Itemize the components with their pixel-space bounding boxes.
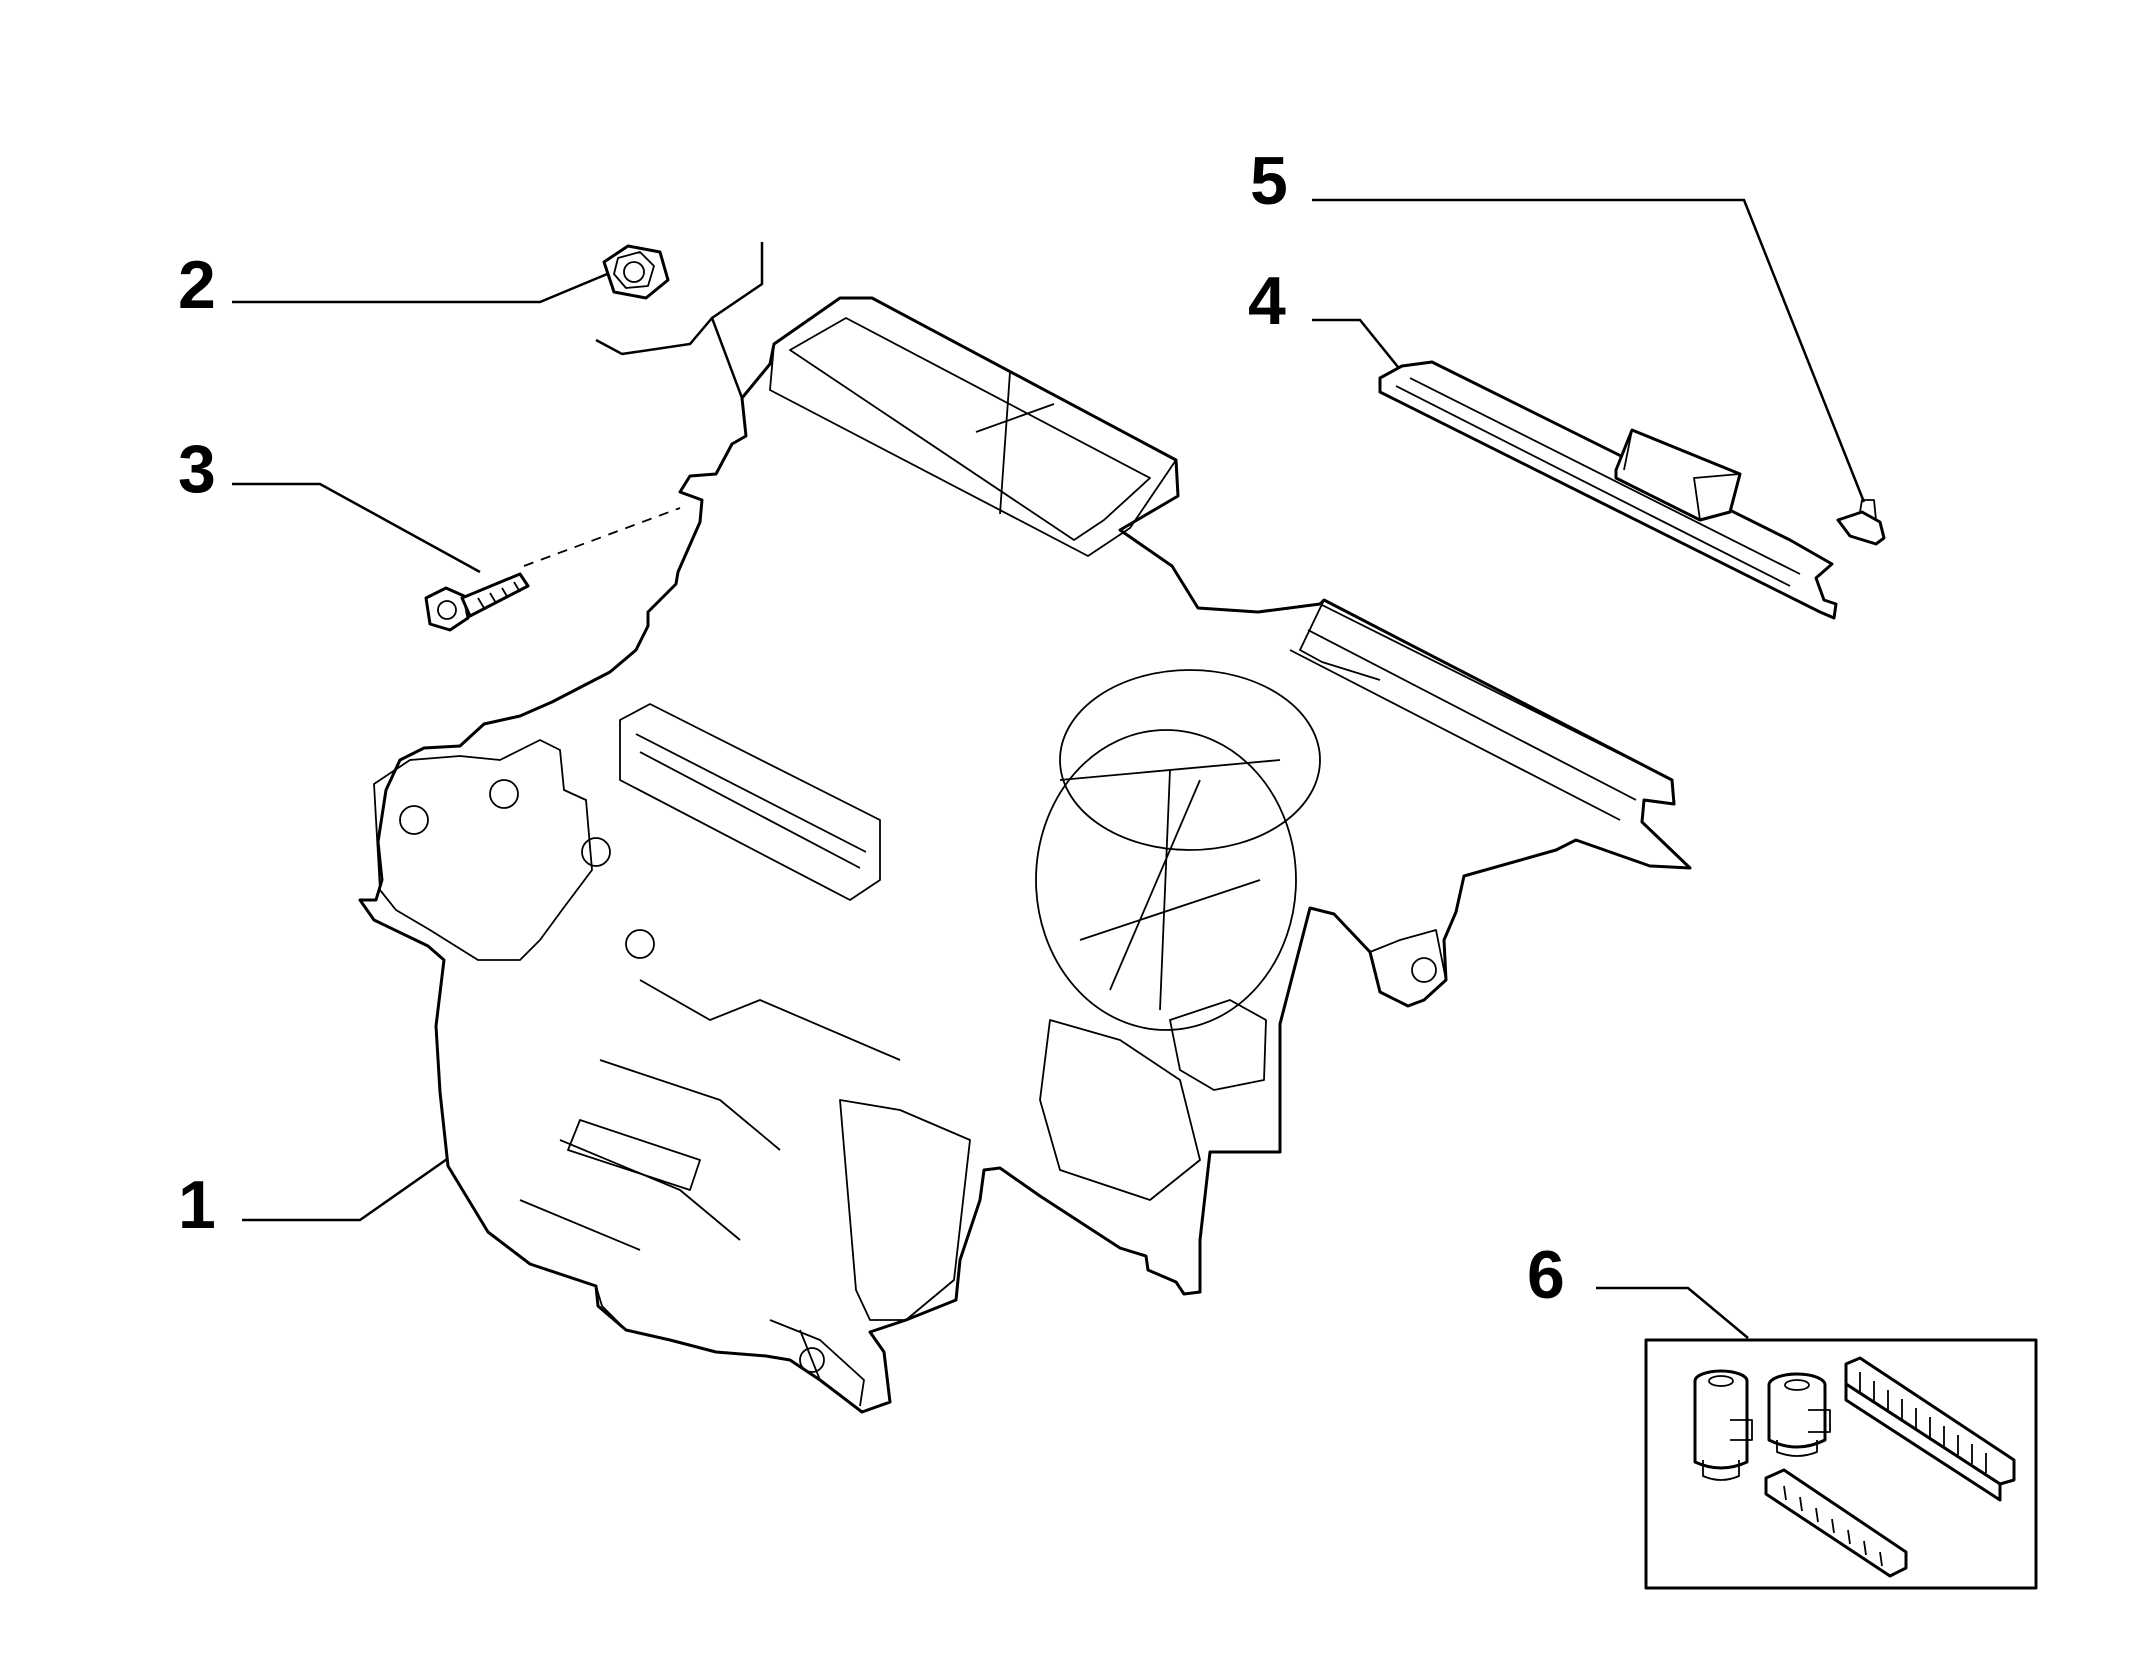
oil-filter-icon (1693, 1369, 1753, 1481)
callout-3[interactable]: 3 (178, 431, 216, 507)
leader-3 (232, 482, 481, 574)
leader-6 (1596, 1286, 1749, 1339)
nut-icon[interactable] (602, 244, 670, 300)
screw-icon[interactable] (424, 572, 530, 632)
clip-icon[interactable] (1836, 499, 1886, 546)
heater-blower-housing[interactable] (358, 296, 1692, 1414)
leader-top-bracket (595, 242, 764, 399)
air-filter-icon (1844, 1356, 2016, 1502)
leader-2 (232, 270, 613, 304)
oil-filter-icon (1767, 1372, 1831, 1457)
cabin-filter-icon (1764, 1468, 1908, 1578)
callout-6[interactable]: 6 (1527, 1237, 1565, 1313)
callout-2[interactable]: 2 (178, 247, 216, 323)
callout-4[interactable]: 4 (1248, 263, 1286, 339)
leader-5 (1312, 198, 1866, 503)
leader-4 (1312, 318, 1403, 373)
callout-5[interactable]: 5 (1250, 143, 1288, 219)
cabin-filter-cover[interactable] (1378, 360, 1838, 620)
leader-lines (232, 198, 1866, 1339)
screw-axis-dashed (523, 507, 681, 567)
leader-1 (242, 1148, 461, 1222)
callout-1[interactable]: 1 (178, 1167, 216, 1243)
filter-kit[interactable] (1644, 1338, 2038, 1590)
